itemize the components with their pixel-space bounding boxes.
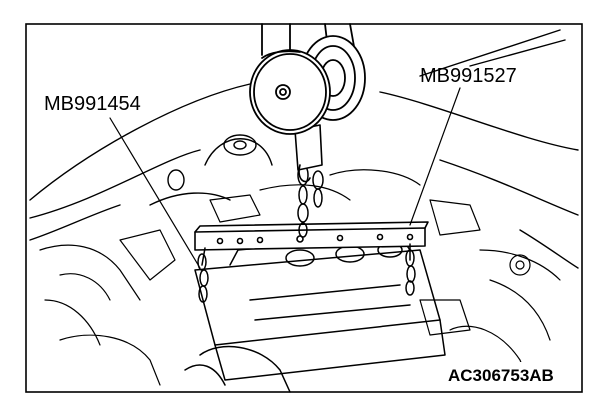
vehicle-body-outline: [29, 29, 579, 269]
lifting-chains: [197, 164, 416, 303]
callout-leaders: [109, 87, 461, 269]
strut-tower-left: [149, 134, 273, 206]
hoist-pulley: [249, 23, 366, 135]
callout-right-tool: MB991527: [420, 65, 517, 87]
callout-left-tool: MB991454: [44, 93, 141, 115]
figure-code: AC306753AB: [448, 366, 554, 385]
engine-bay-components: [39, 169, 561, 386]
lifting-beam: [194, 221, 429, 251]
